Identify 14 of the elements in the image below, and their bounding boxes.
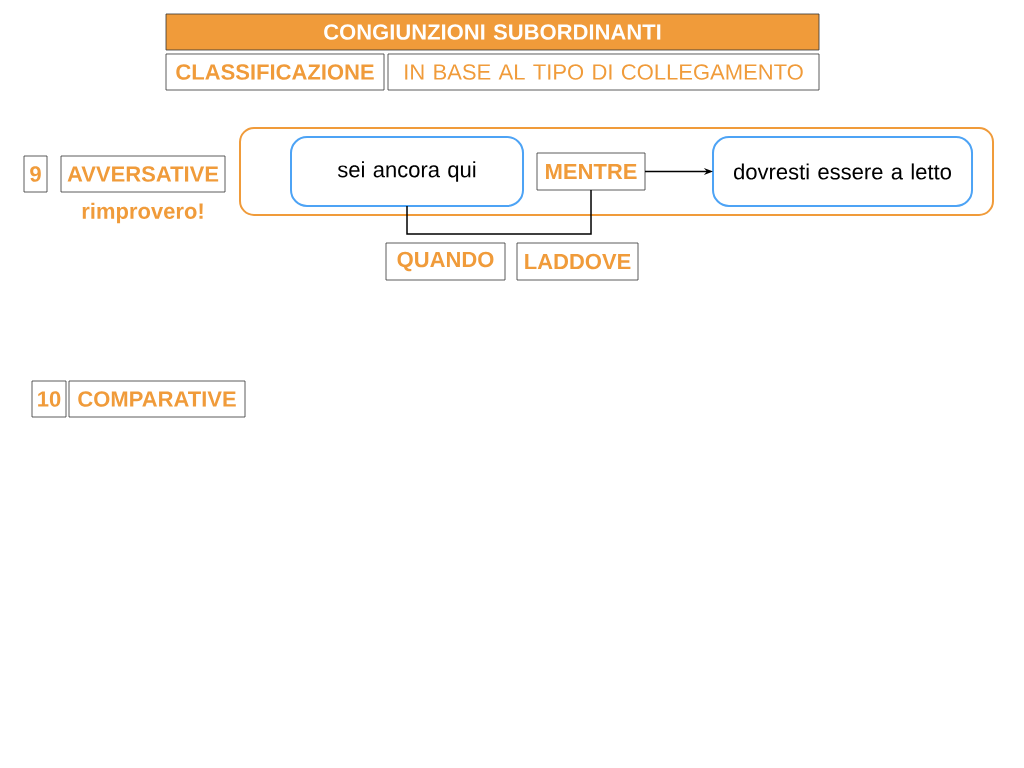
- heading-box: IN BASE AL TIPO DI COLLEGAMENTO: [387, 53, 820, 91]
- title-banner: CONGIUNZIONI SUBORDINANTI: [165, 13, 820, 51]
- note-text: rimprovero!: [82, 202, 203, 224]
- number-box: 10: [31, 380, 67, 418]
- conjunction-box: MENTRE: [536, 152, 646, 191]
- rounded-frame: [239, 127, 994, 216]
- connector-line: [406, 189, 592, 235]
- sentence-box: dovresti essere a letto: [712, 136, 973, 207]
- number-box: 9: [23, 155, 48, 193]
- heading-box: CLASSIFICAZIONE: [165, 53, 385, 91]
- sentence-box: sei ancora qui: [290, 136, 524, 207]
- conjunction-box: LADDOVE: [516, 242, 639, 281]
- category-box: AVVERSATIVE: [60, 155, 226, 193]
- conjunction-box: QUANDO: [385, 242, 506, 281]
